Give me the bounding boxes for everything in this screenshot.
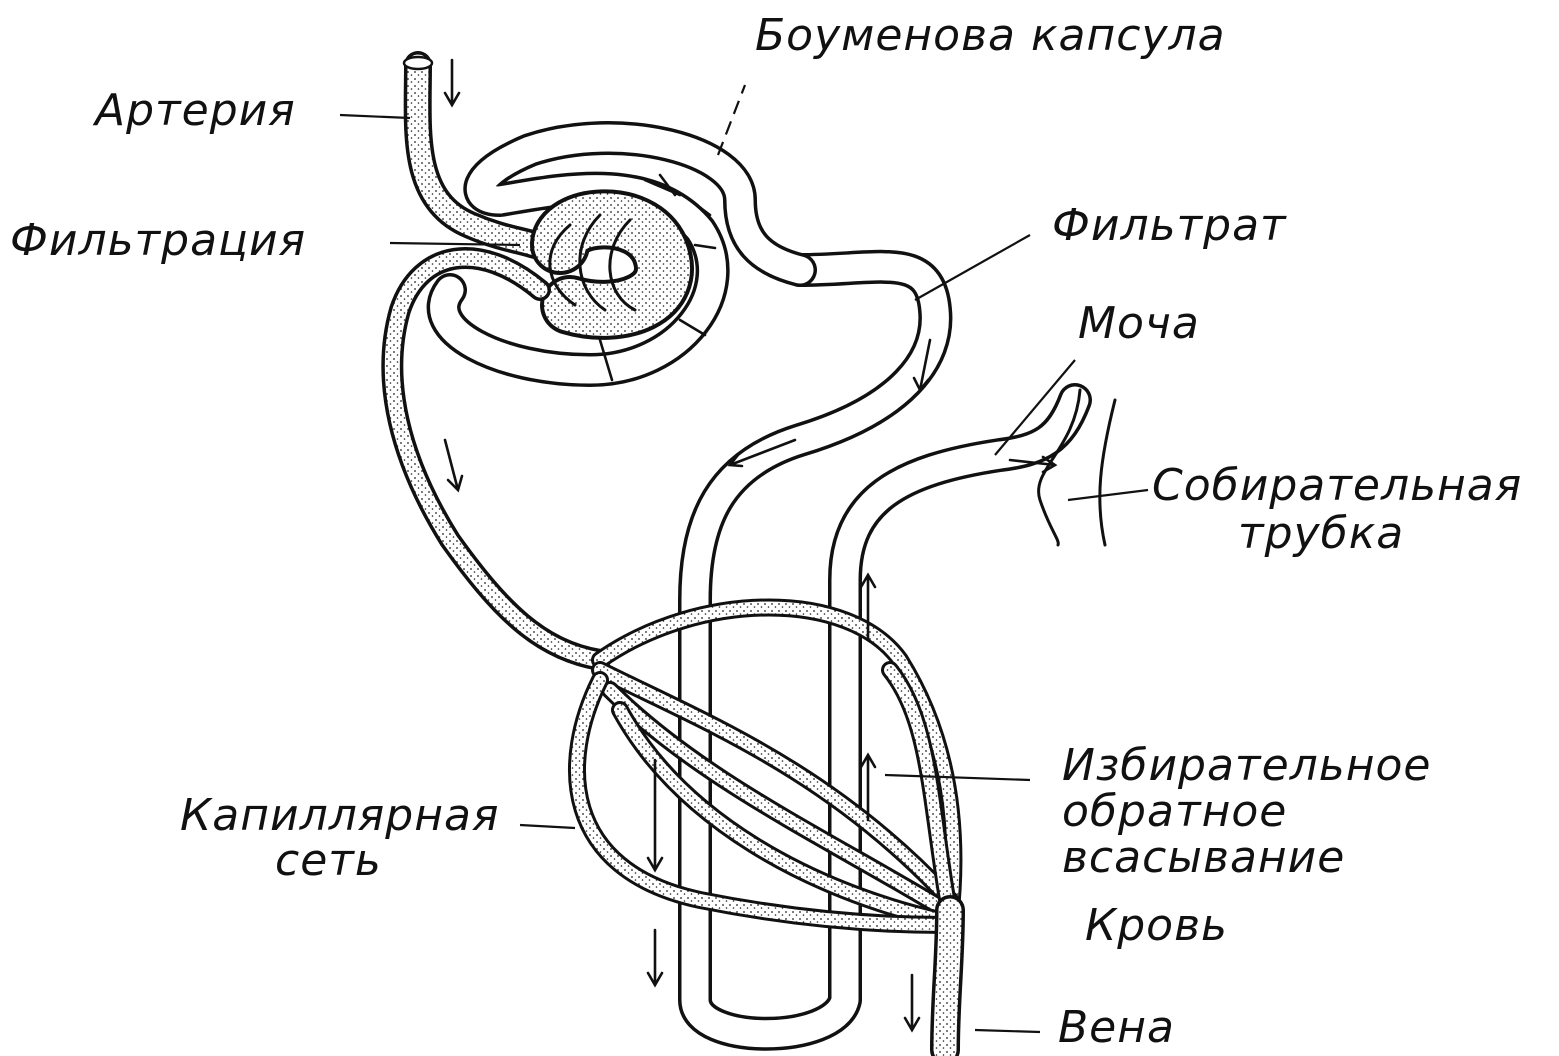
label-collecting-tube-2: трубка [1238, 508, 1404, 559]
capillary-network [577, 608, 953, 926]
label-capillary-1: Капиллярная [180, 790, 499, 841]
arrow-artery-down-icon [445, 60, 459, 105]
arrow-descending-2-icon [648, 930, 662, 985]
label-vein: Вена [1058, 1002, 1175, 1053]
glomerulus [550, 215, 664, 310]
label-reabsorption-3: всасывание [1062, 832, 1345, 883]
label-bowman-capsule: Боуменова капсула [755, 10, 1226, 61]
label-capillary-2: сеть [275, 835, 382, 886]
arrow-vein-down-icon [905, 975, 919, 1030]
label-reabsorption-1: Избирательное [1062, 740, 1431, 791]
label-artery: Артерия [92, 85, 296, 136]
label-filtration: Фильтрация [10, 215, 306, 266]
label-reabsorption-2: обратное [1062, 786, 1287, 837]
label-collecting-tube-1: Собирательная [1152, 460, 1522, 511]
label-filtrate: Фильтрат [1052, 200, 1287, 251]
label-urine: Моча [1078, 298, 1200, 349]
vein-vessel [945, 910, 950, 1050]
label-blood: Кровь [1085, 900, 1228, 951]
arrow-efferent-down-icon [445, 440, 462, 490]
labels: Артерия Боуменова капсула Фильтрация Фил… [10, 10, 1522, 1053]
